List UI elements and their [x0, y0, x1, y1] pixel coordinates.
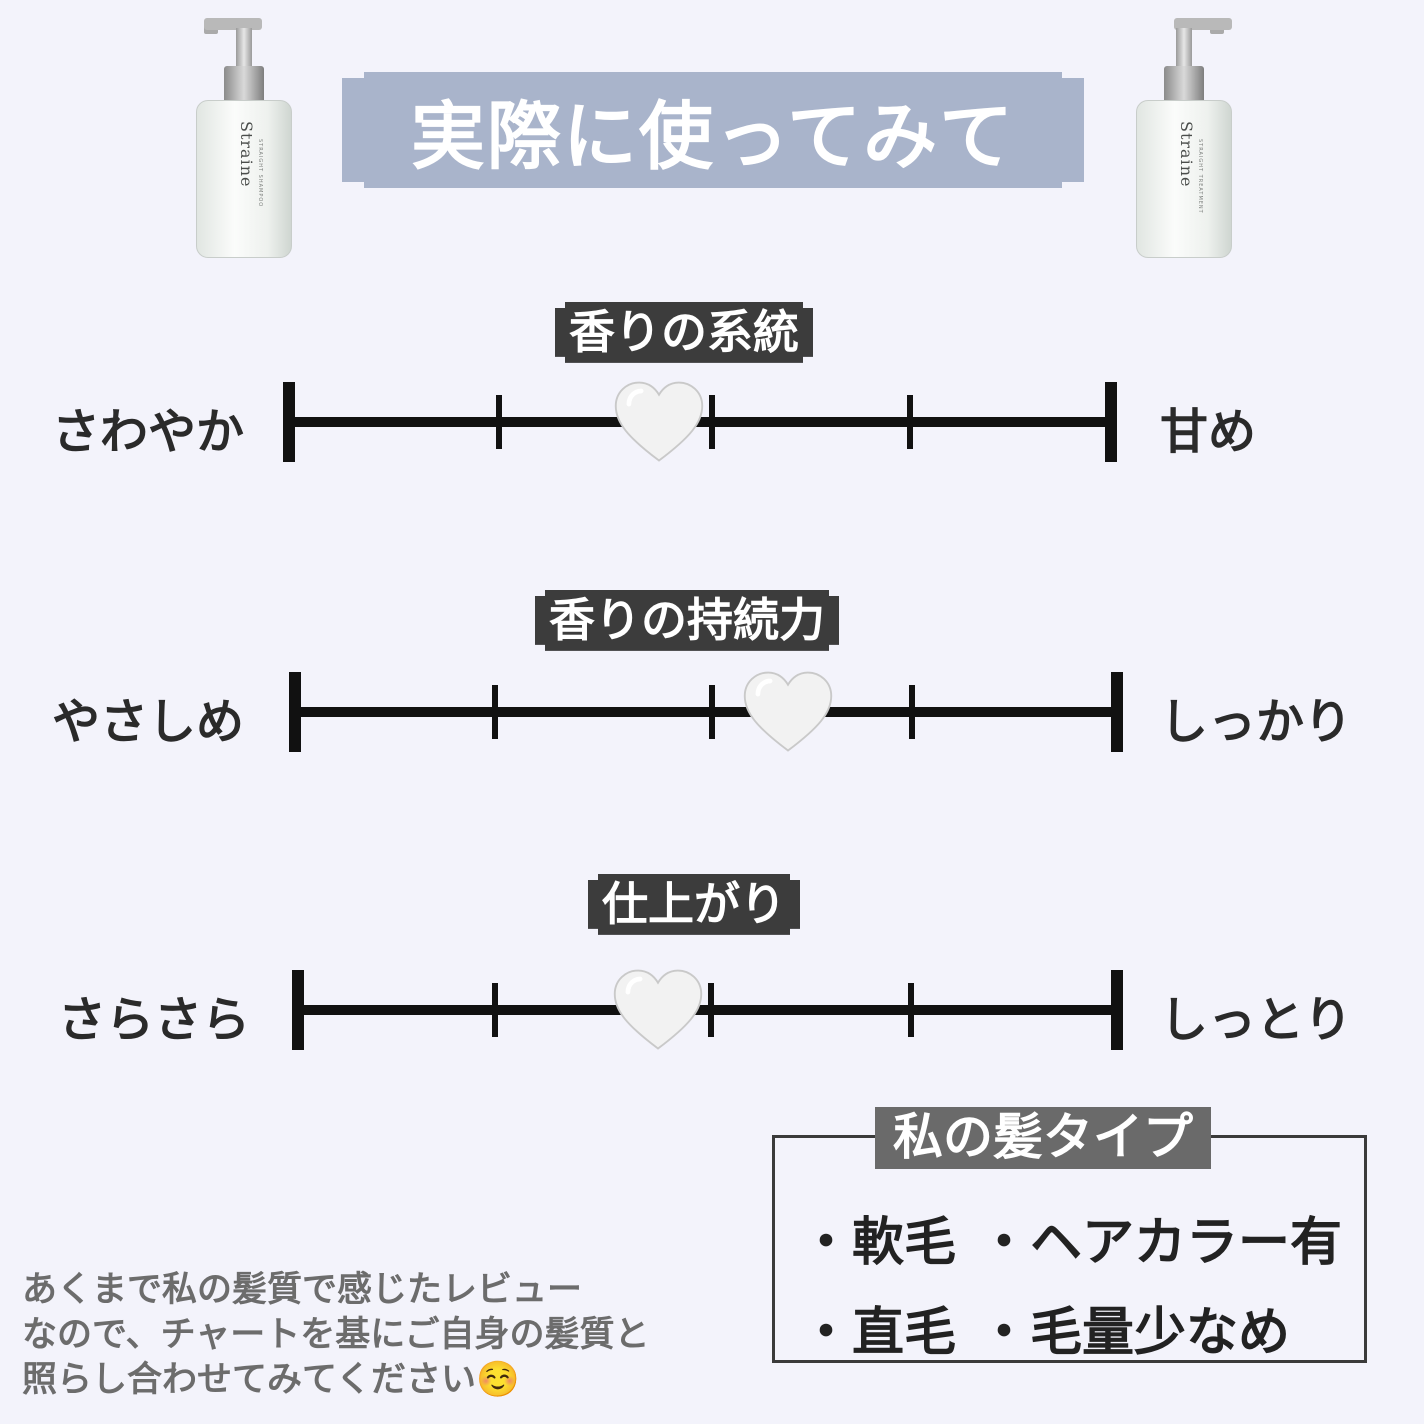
- scale-left-label: さらさら: [58, 992, 251, 1048]
- bottle-product-text: STRAIGHT SHAMPOO: [257, 139, 263, 208]
- scale-title-scent-type: 香りの系統: [555, 302, 813, 363]
- scale-right-label: しっとり: [1160, 992, 1353, 1048]
- scale-tick: [707, 983, 714, 1037]
- hair-type-box: [772, 1135, 1367, 1363]
- scale-tick: [709, 395, 716, 449]
- hair-type-item: ・軟毛: [800, 1213, 957, 1273]
- scale-end-cap: [292, 970, 304, 1050]
- scale-end-cap: [283, 382, 295, 462]
- hair-type-item: ・ヘアカラー有: [978, 1213, 1343, 1273]
- scale-track-finish: [292, 969, 1123, 1050]
- scale-end-cap: [1105, 382, 1117, 462]
- scale-tick: [491, 983, 498, 1037]
- scale-tick: [906, 395, 913, 449]
- note-line: なので、チャートを基にご自身の髪質と: [22, 1315, 650, 1355]
- page-title: 実際に使ってみて: [342, 72, 1084, 188]
- scale-track-scent-duration: [289, 671, 1123, 752]
- scale-line: [298, 1005, 1117, 1015]
- note-line: あくまで私の髪質で感じたレビュー: [22, 1270, 583, 1310]
- hair-type-item: ・直毛: [800, 1303, 957, 1363]
- scale-track-scent-type: [283, 381, 1117, 462]
- hair-type-item: ・毛量少なめ: [978, 1303, 1291, 1363]
- scale-title-scent-duration: 香りの持続力: [535, 590, 839, 651]
- bottle-product-text: STRAIGHT TREATMENT: [1197, 139, 1203, 214]
- bottle-brand-text: Straine: [237, 121, 256, 188]
- review-note: あくまで私の髪質で感じたレビュー なので、チャートを基にご自身の髪質と 照らし合…: [22, 1268, 762, 1403]
- hair-type-title: 私の髪タイプ: [875, 1107, 1211, 1169]
- scale-tick: [708, 685, 715, 739]
- shampoo-bottle-image: Straine STRAIGHT SHAMPOO: [196, 14, 296, 258]
- scale-line: [295, 707, 1117, 717]
- scale-left-label: やさしめ: [52, 694, 245, 750]
- scale-tick: [495, 395, 502, 449]
- white-heart-icon: [614, 969, 703, 1050]
- note-line: 照らし合わせてみてください☺️: [22, 1360, 520, 1400]
- white-heart-icon: [744, 671, 833, 752]
- scale-end-cap: [1111, 672, 1123, 752]
- scale-tick: [908, 685, 915, 739]
- scale-end-cap: [1111, 970, 1123, 1050]
- scale-right-label: 甘め: [1160, 404, 1257, 460]
- bottle-brand-text: Straine: [1177, 121, 1196, 188]
- white-heart-icon: [614, 381, 704, 462]
- scale-right-label: しっかり: [1160, 694, 1353, 750]
- scale-tick: [907, 983, 914, 1037]
- treatment-bottle-image: Straine STRAIGHT TREATMENT: [1136, 14, 1236, 258]
- scale-left-label: さわやか: [52, 404, 245, 460]
- scale-end-cap: [289, 672, 301, 752]
- scale-title-finish: 仕上がり: [588, 874, 800, 935]
- scale-line: [289, 417, 1111, 427]
- scale-tick: [491, 685, 498, 739]
